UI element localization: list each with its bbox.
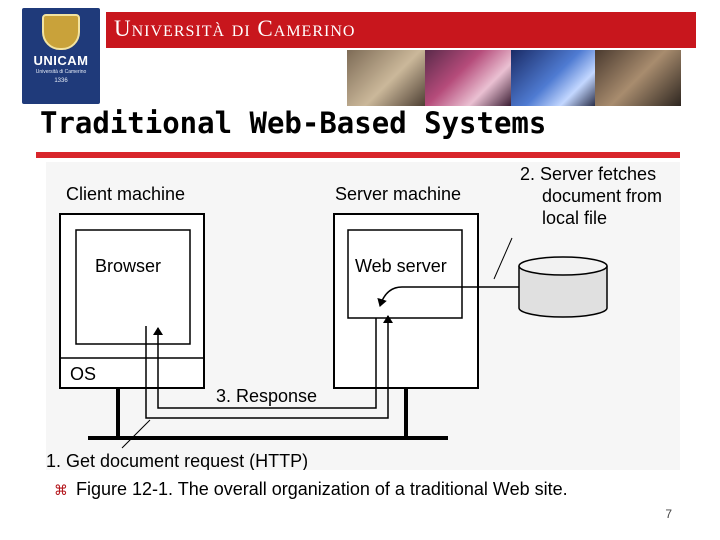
webserver-box (347, 229, 463, 319)
photo-students (347, 50, 425, 106)
logo-name: UNICAM (33, 53, 89, 68)
caption-text: Figure 12-1. The overall organization of… (76, 479, 568, 499)
browser-label: Browser (95, 256, 161, 276)
response-path (153, 318, 377, 409)
disk-top (518, 256, 608, 276)
bullet-icon: ⌘ (54, 482, 68, 498)
crest-icon (42, 14, 80, 50)
client-machine-label: Client machine (66, 184, 185, 204)
page-number: 7 (665, 507, 672, 521)
disk-body (518, 266, 608, 318)
unicam-logo: UNICAM Università di Camerino 1336 (22, 8, 100, 104)
photo-laptop (595, 50, 681, 106)
webserver-label: Web server (355, 256, 447, 276)
logo-subtitle: Università di Camerino (35, 69, 87, 75)
figure-area: Client machine Browser OS Server machine… (46, 162, 680, 470)
university-banner: Università di Camerino (106, 12, 696, 48)
fetch-label-line3: local file (542, 208, 607, 228)
fetch-label-pointer (493, 237, 513, 280)
os-label: OS (70, 364, 96, 384)
photo-lab (425, 50, 511, 106)
response-label: 3. Response (216, 386, 317, 406)
fetch-label-line2: document from (542, 186, 662, 206)
photo-light (511, 50, 595, 106)
page-title: Traditional Web-Based Systems (40, 106, 547, 140)
fetch-label-line1: 2. Server fetches (520, 164, 656, 184)
request-path (145, 315, 393, 419)
fetch-path (377, 286, 519, 307)
logo-year: 1336 (54, 78, 68, 84)
banner-title: Università di Camerino (114, 16, 356, 41)
web-system-diagram: Client machine Browser OS Server machine… (46, 164, 662, 470)
header-photo-strip (347, 50, 681, 106)
request-label: 1. Get document request (HTTP) (46, 451, 308, 470)
title-rule (36, 152, 680, 158)
request-label-pointer (121, 419, 151, 449)
server-machine-label: Server machine (335, 184, 461, 204)
figure-caption: ⌘ Figure 12-1. The overall organization o… (54, 479, 568, 500)
browser-box (75, 229, 191, 345)
